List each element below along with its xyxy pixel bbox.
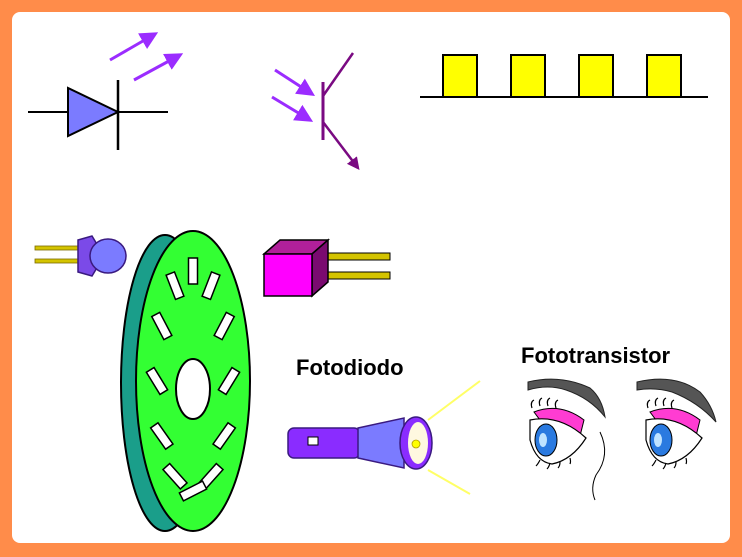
encoder-slot — [161, 462, 189, 491]
left-eye — [529, 397, 587, 470]
encoder-slot — [145, 366, 169, 396]
encoder-slots — [145, 257, 241, 502]
encoder-disk — [120, 230, 251, 532]
pulse-train — [420, 54, 708, 98]
pulse — [578, 54, 614, 98]
encoder-slot — [201, 270, 221, 301]
label-phototransistor: Fototransistor — [521, 343, 671, 368]
encoder-slot — [217, 366, 241, 396]
emission-arrow — [109, 32, 159, 62]
eyes-illustration — [527, 378, 717, 501]
phototransistor-symbol — [271, 52, 360, 170]
encoder-slot — [187, 257, 199, 285]
encoder-slot — [178, 480, 208, 502]
light-arrow — [274, 68, 316, 96]
encoder-slot — [211, 421, 237, 451]
led-symbol — [28, 32, 184, 150]
pulse — [442, 54, 478, 98]
label-photodiode: Fotodiodo — [296, 355, 404, 380]
encoder-slot — [150, 311, 173, 341]
right-eye — [645, 397, 703, 470]
flashlight — [287, 380, 481, 495]
encoder-slot — [165, 270, 185, 301]
led-component — [34, 235, 127, 277]
encoder-slot — [149, 421, 175, 451]
phototransistor-component — [262, 238, 391, 298]
encoder-slot — [213, 311, 236, 341]
emission-arrow — [133, 53, 184, 82]
light-arrow — [271, 95, 314, 122]
disk-hub — [175, 358, 211, 420]
pulse — [646, 54, 682, 98]
pulse — [510, 54, 546, 98]
